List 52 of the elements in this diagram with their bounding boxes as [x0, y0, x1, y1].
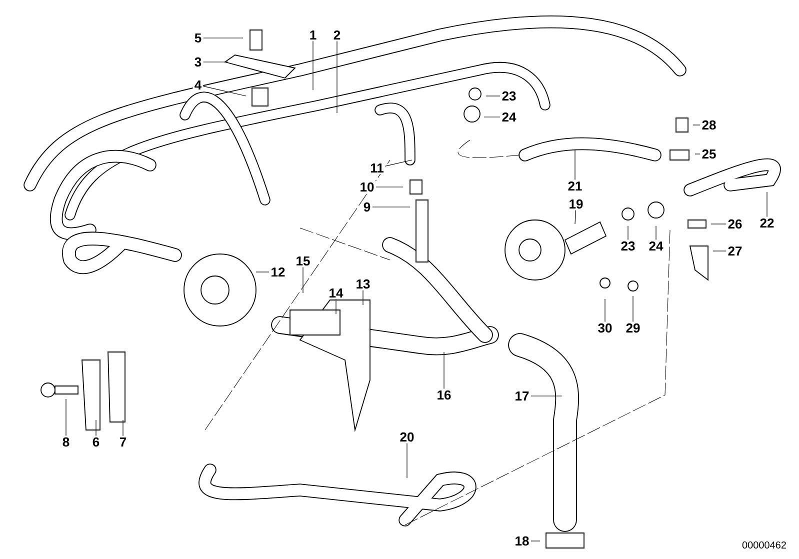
leader-line — [372, 206, 410, 208]
callout-number: 28 — [700, 118, 718, 132]
leader-line — [336, 40, 338, 114]
callout-number: 13 — [354, 278, 372, 290]
leader-line — [530, 540, 540, 542]
callout-number: 24 — [647, 240, 665, 252]
callout-number: 14 — [327, 287, 345, 299]
leader-line — [604, 298, 606, 322]
callout-number: 23 — [619, 240, 637, 252]
callout-number: 21 — [566, 180, 584, 192]
callout-number: 30 — [596, 322, 614, 334]
leader-line — [574, 210, 576, 224]
callout-number: 17 — [513, 390, 531, 402]
callout-number: 12 — [269, 266, 287, 278]
leader-line — [766, 192, 768, 218]
callout-number: 16 — [435, 388, 453, 402]
callout-number: 9 — [362, 200, 372, 214]
callout-number: 18 — [513, 534, 531, 548]
leader-line — [385, 160, 412, 166]
leader-line — [312, 40, 314, 90]
leader-line — [406, 443, 408, 478]
callout-number: 15 — [294, 254, 312, 268]
callout-number: 3 — [192, 56, 204, 68]
callout-number: 2 — [332, 28, 342, 42]
callout-number: 7 — [118, 436, 128, 448]
leader-line — [203, 86, 246, 96]
callout-number: 10 — [358, 180, 376, 194]
callout-number: 1 — [308, 29, 318, 41]
callout-number: 20 — [398, 430, 416, 444]
callout-number: 11 — [368, 162, 386, 174]
callout-number: 29 — [624, 322, 642, 334]
leader-line — [302, 266, 304, 294]
callout-number: 8 — [60, 436, 72, 448]
leader-line — [362, 290, 364, 306]
callout-number: 19 — [567, 198, 585, 210]
leader-line — [574, 150, 576, 180]
leader-line — [692, 124, 700, 126]
callout-number: 24 — [500, 110, 518, 124]
leader-line — [632, 296, 634, 322]
callout-number: 6 — [90, 436, 102, 448]
leader-line — [122, 420, 124, 436]
leader-line — [484, 116, 500, 118]
drawing-number: 00000462 — [742, 541, 786, 549]
callout-number: 23 — [500, 90, 518, 102]
leader-line — [712, 250, 726, 252]
leader-line — [376, 186, 404, 188]
callout-number: 5 — [192, 32, 204, 44]
callout-number: 4 — [192, 79, 204, 91]
callout-number: 22 — [758, 216, 776, 230]
callout-number: 25 — [700, 148, 718, 160]
callout-number: 27 — [726, 244, 744, 258]
callout-number: 26 — [726, 218, 744, 230]
